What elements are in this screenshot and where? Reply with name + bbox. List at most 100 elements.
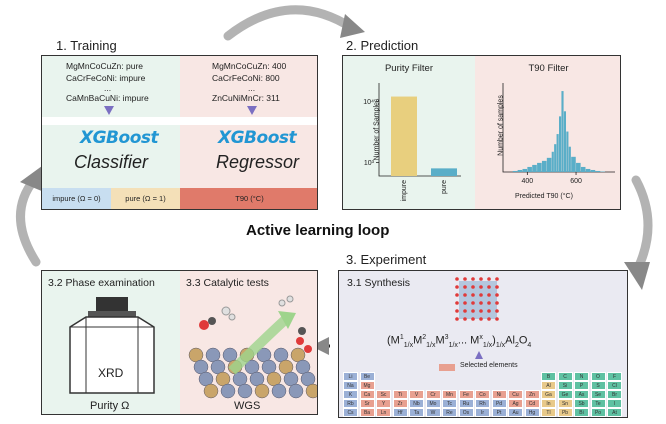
classifier-line-3: ... (104, 83, 112, 93)
element-pb: Pb (557, 408, 573, 417)
element-hg: Hg (524, 408, 540, 417)
element-co: Co (475, 390, 490, 399)
element-as: As (574, 390, 589, 399)
t90-x-tick-label: 400 (522, 178, 534, 185)
element-sn: Sn (557, 399, 573, 408)
oxygen-atom (495, 301, 499, 305)
element-y: Y (376, 399, 391, 408)
element-os: Os (458, 408, 474, 417)
classifier-line-4: CaMnBaCuNi: impure (66, 93, 149, 103)
oxygen-atom (463, 317, 467, 321)
oxygen-atom (495, 293, 499, 297)
t90-bar (595, 170, 601, 172)
oxygen-atom (463, 309, 467, 313)
element-k: K (343, 390, 358, 399)
t90-bar (566, 131, 569, 172)
t90-bar (551, 151, 554, 172)
oxygen-atom (471, 285, 475, 289)
catalyst-surface-icon (188, 295, 317, 399)
purity-filter-title: Purity Filter (384, 63, 434, 74)
arrow-experiment-to-training-head (20, 166, 44, 192)
classifier-label: Classifier (74, 152, 149, 172)
element-na: Na (343, 381, 358, 390)
element-mo: Mo (425, 399, 441, 408)
synthesis-up-arrow-icon (475, 351, 483, 359)
regressor-line-2: CaCrFeCoNi: 800 (212, 73, 280, 83)
oxygen-atom (463, 285, 467, 289)
t90-bar (568, 146, 571, 172)
element-s: S (590, 381, 606, 390)
oxygen-atom (455, 309, 459, 313)
purity-x-tick-impure: impure (401, 180, 408, 202)
element-tc: Tc (442, 399, 457, 408)
regressor-line-3: ... (248, 83, 256, 93)
element-au: Au (508, 408, 523, 417)
element-tl: Tl (541, 408, 556, 417)
element-cu: Cu (508, 390, 523, 399)
oxygen-atom (455, 293, 459, 297)
element-hf: Hf (392, 408, 408, 417)
oxygen-atom (471, 309, 475, 313)
element-w: W (425, 408, 441, 417)
element-po: Po (590, 408, 606, 417)
t90-bar (563, 111, 567, 172)
selected-elements-label: Selected elements (460, 362, 518, 369)
arrow-training-to-prediction (223, 5, 357, 41)
t90-bar (600, 171, 605, 172)
element-f: F (607, 372, 622, 381)
oxygen-atom (487, 277, 491, 281)
t90-bar (590, 169, 596, 172)
prediction-title: 2. Prediction (346, 38, 419, 53)
xgboost-regressor-logo: XGBoost (218, 128, 297, 148)
t90-bar (559, 116, 562, 172)
surface-atom (203, 383, 219, 399)
oxygen-atom (479, 301, 483, 305)
element-mg: Mg (359, 381, 375, 390)
t90-bar (537, 162, 542, 172)
element-ni: Ni (491, 390, 507, 399)
t90-bar (585, 168, 591, 172)
oxygen-atom (479, 317, 483, 321)
oxygen-atom (455, 285, 459, 289)
purity-bar-impure (391, 96, 417, 176)
element-cr: Cr (425, 390, 441, 399)
element-nb: Nb (409, 399, 424, 408)
element-ba: Ba (359, 408, 375, 417)
surface-atom (305, 383, 317, 399)
t90-bar (517, 169, 523, 172)
element-p: P (574, 381, 589, 390)
oxygen-atom (479, 285, 483, 289)
regressor-line-4: ZnCuNiMnCr: 311 (212, 93, 280, 103)
oxygen-atom (495, 285, 499, 289)
purity-x-tick-pure: pure (441, 180, 448, 194)
t90-bar (522, 168, 528, 172)
element-cs: Cs (343, 408, 358, 417)
oxygen-atom (471, 293, 475, 297)
xrd-label: XRD (98, 366, 124, 380)
synthesis-title: 3.1 Synthesis (347, 277, 411, 289)
crystal-structure-icon (455, 277, 499, 321)
element-pd: Pd (491, 399, 507, 408)
oxygen-atom (471, 301, 475, 305)
element-n: N (574, 372, 589, 381)
t90-bar (556, 134, 559, 172)
element-al: Al (541, 381, 556, 390)
legend-pure: pure (Ω = 1) (111, 188, 180, 209)
element-zn: Zn (524, 390, 540, 399)
surface-atom (271, 383, 287, 399)
oxygen-atom (471, 317, 475, 321)
regressor-down-arrow-icon (247, 106, 257, 115)
oxygen-atom (471, 277, 475, 281)
oxygen-atom (487, 317, 491, 321)
element-se: Se (590, 390, 606, 399)
element-bi: Bi (574, 408, 589, 417)
wgs-label: WGS (234, 400, 261, 412)
element-i: I (607, 399, 622, 408)
element-cl: Cl (607, 381, 622, 390)
t90-bar (576, 162, 581, 172)
element-rh: Rh (475, 399, 490, 408)
t90-bar (541, 160, 547, 172)
